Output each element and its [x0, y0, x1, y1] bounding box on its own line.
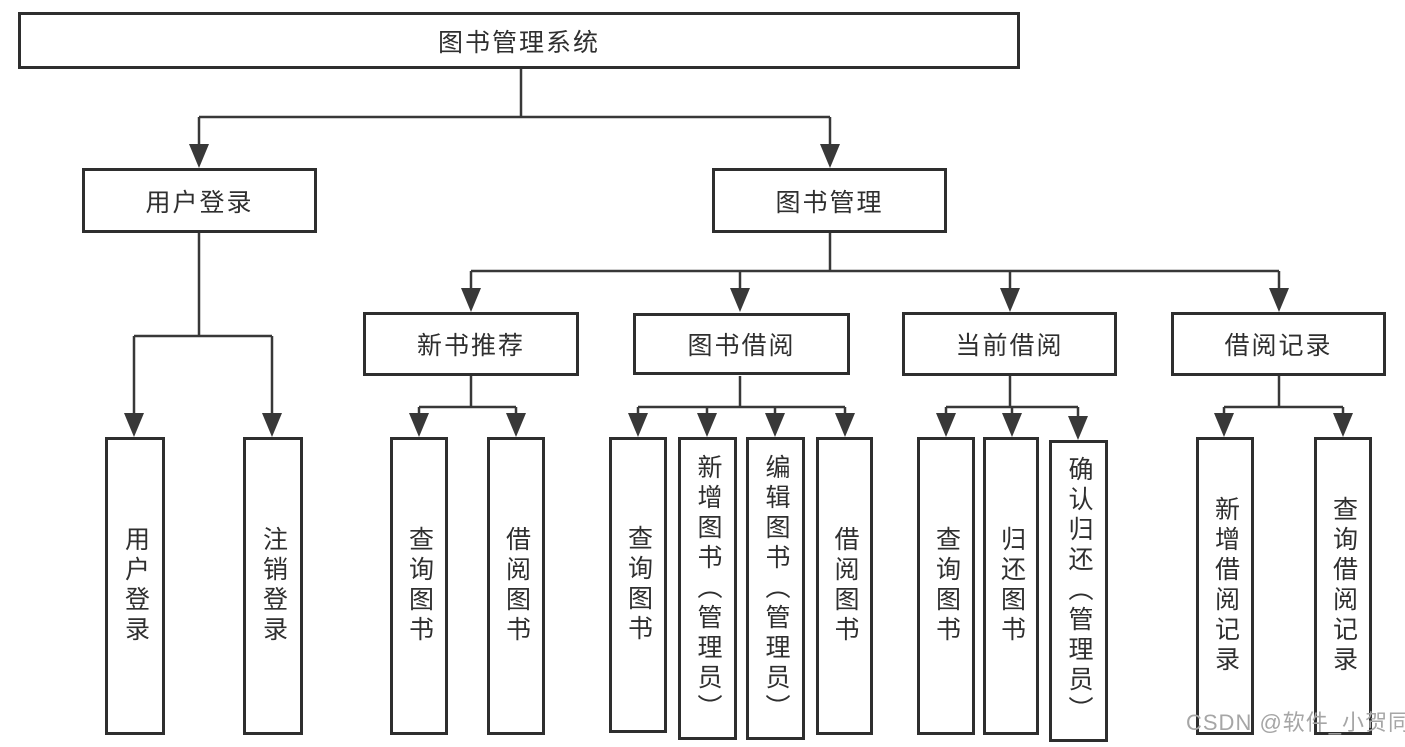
node-label: 图书借阅 [687, 332, 796, 360]
node-label: 查询图书 [405, 526, 434, 646]
node-current-borrow: 当前借阅 [902, 312, 1117, 376]
node-label: 新增图书（管理员） [694, 453, 722, 724]
leaf-add-book-admin: 新增图书（管理员） [678, 437, 737, 740]
leaf-return-book: 归还图书 [983, 437, 1039, 735]
node-label: 用户登录 [121, 526, 150, 646]
node-label: 当前借阅 [955, 332, 1064, 360]
leaf-confirm-return-admin: 确认归还（管理员） [1049, 440, 1108, 742]
leaf-query-book-borrow: 查询图书 [609, 437, 667, 733]
csdn-watermark: CSDN @软件_小贺同学 [1186, 710, 1405, 735]
node-label: 编辑图书（管理员） [762, 453, 790, 724]
leaf-edit-book-admin: 编辑图书（管理员） [746, 437, 805, 740]
node-borrow-records: 借阅记录 [1171, 312, 1386, 376]
node-book-borrow: 图书借阅 [633, 313, 850, 375]
leaf-query-borrow-record: 查询借阅记录 [1314, 437, 1372, 735]
leaf-borrow-book: 借阅图书 [816, 437, 873, 735]
node-label: 查询借阅记录 [1329, 496, 1358, 676]
node-label: 查询图书 [624, 525, 653, 645]
leaf-user-login: 用户登录 [105, 437, 165, 735]
node-label: 图书管理系统 [437, 28, 600, 57]
node-label: 图书管理 [775, 188, 884, 217]
node-label: 查询图书 [932, 526, 961, 646]
leaf-borrow-book-recommend: 借阅图书 [487, 437, 545, 735]
node-label: 借阅记录 [1224, 332, 1333, 360]
leaf-logout: 注销登录 [243, 437, 303, 735]
node-book-management: 图书管理 [712, 168, 947, 233]
arrowheads [124, 144, 1353, 440]
node-label: 新增借阅记录 [1211, 496, 1240, 676]
node-new-book-recommend: 新书推荐 [363, 312, 579, 376]
node-label: 用户登录 [145, 188, 254, 217]
leaf-add-borrow-record: 新增借阅记录 [1196, 437, 1254, 735]
node-user-login: 用户登录 [82, 168, 317, 233]
node-label: 借阅图书 [831, 526, 859, 646]
node-label: 归还图书 [997, 526, 1026, 646]
node-label: 确认归还（管理员） [1065, 456, 1093, 726]
node-label: 新书推荐 [416, 332, 525, 360]
node-label: 注销登录 [259, 526, 288, 646]
node-label: 借阅图书 [502, 526, 531, 646]
leaf-query-book-current: 查询图书 [917, 437, 975, 735]
node-library-management-system: 图书管理系统 [18, 12, 1020, 69]
leaf-query-book-recommend: 查询图书 [390, 437, 448, 735]
